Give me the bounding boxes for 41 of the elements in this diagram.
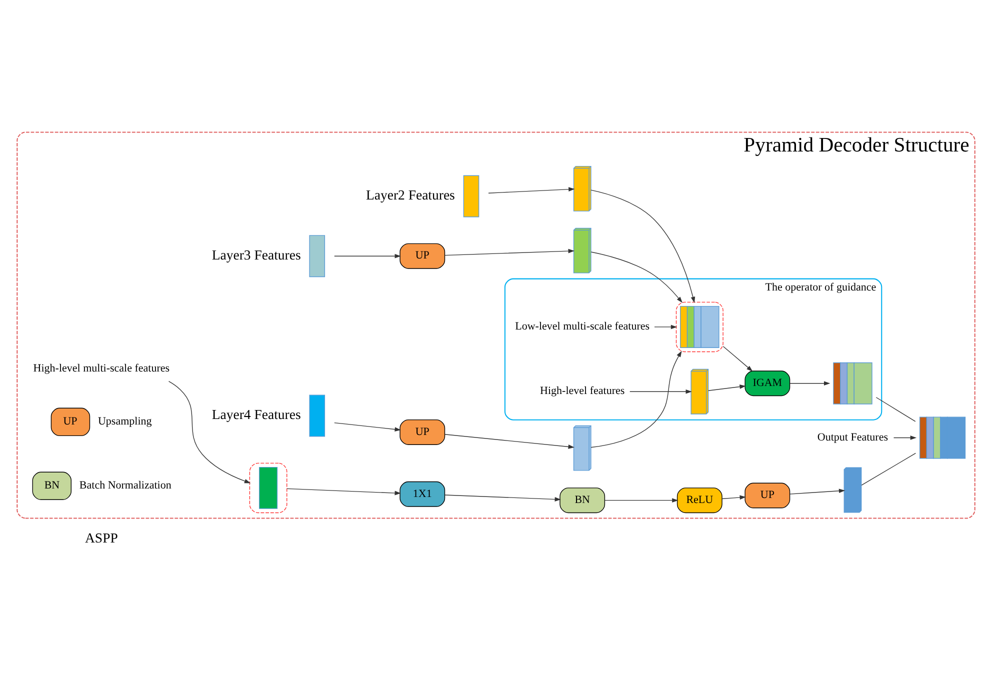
node-box: UP [400, 419, 446, 444]
node-box: ReLU [676, 487, 722, 513]
arrow [590, 251, 682, 302]
node-box: IGAM [744, 370, 790, 396]
arrow [444, 434, 574, 448]
node-box: UP [744, 482, 790, 508]
arrow [590, 350, 682, 448]
arrow [488, 186, 575, 193]
arrow [286, 488, 401, 495]
node-label: Upsampling [98, 415, 152, 428]
node-box: BN [560, 487, 606, 513]
node-text: High-level features [540, 384, 625, 397]
arrow [790, 380, 830, 386]
node-box [676, 301, 724, 352]
arrow [722, 346, 753, 371]
label: ASPP [84, 530, 118, 545]
node-label: Layer3 Features [212, 247, 301, 262]
arrow [334, 253, 401, 258]
arrow [168, 380, 251, 483]
arrow [590, 189, 696, 303]
arrow [893, 435, 917, 440]
node-text: Output Features [817, 430, 888, 443]
node-label: Batch Normalization [79, 479, 172, 491]
node-box: UP [400, 242, 446, 268]
node-box [249, 462, 288, 513]
arrow [334, 422, 401, 431]
arrow [444, 494, 561, 501]
node-text: Low-level multi-scale features [515, 320, 650, 332]
arrow [722, 494, 746, 500]
arrow [630, 388, 692, 394]
arrow [790, 488, 846, 494]
node-label: Layer2 Features [366, 187, 455, 202]
arrow [654, 324, 678, 329]
node-label: Layer4 Features [212, 406, 301, 422]
connector [876, 396, 916, 422]
arrow [604, 498, 678, 502]
connector [861, 452, 916, 486]
node-box: 1X1 [400, 480, 446, 506]
arrow [444, 248, 574, 256]
node-text: High-level multi-scale features [33, 362, 170, 374]
arrow [708, 384, 746, 390]
